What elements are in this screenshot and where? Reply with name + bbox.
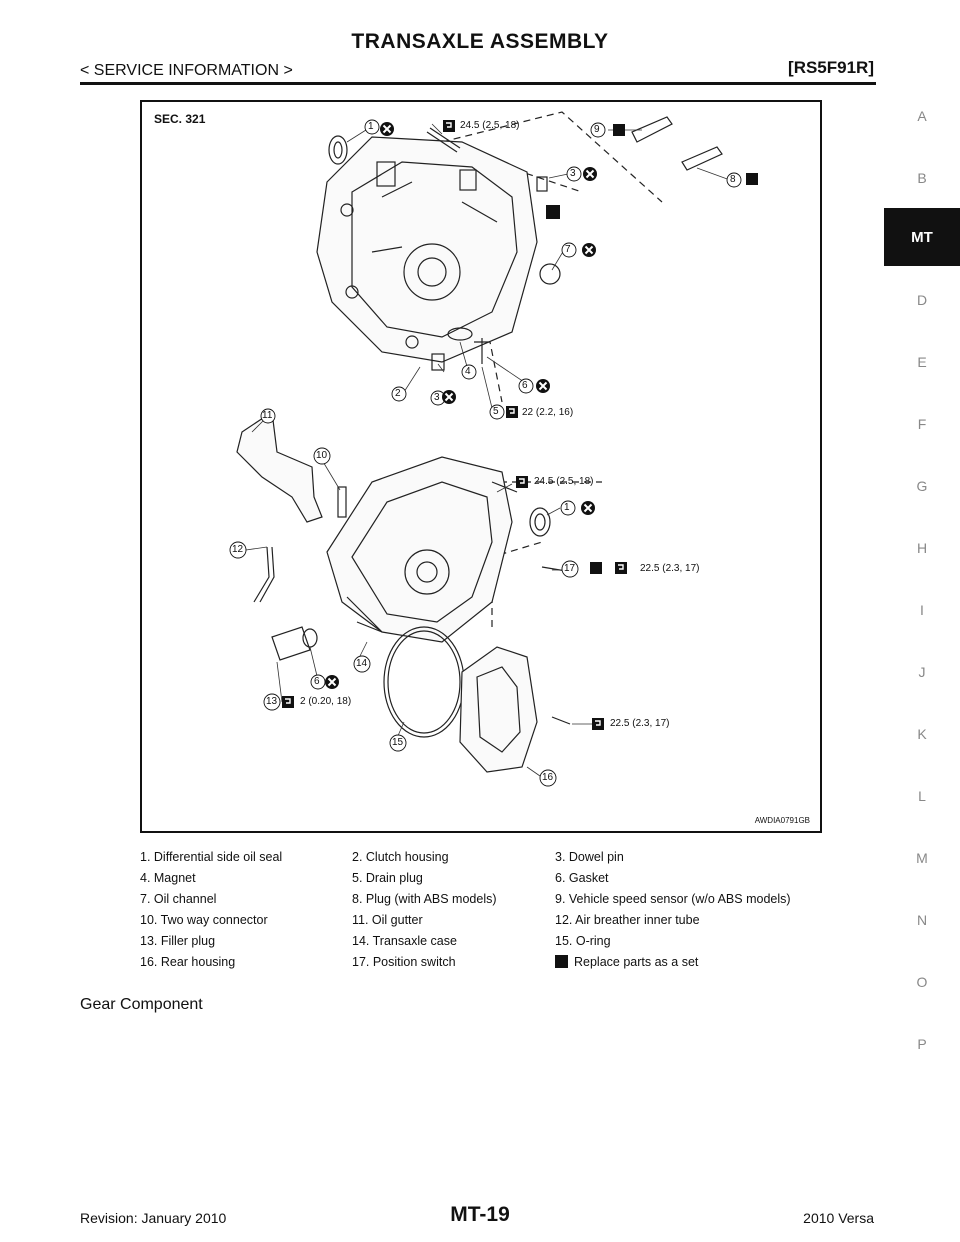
torque-spec: 24.5 (2.5, 18) [534, 476, 594, 487]
legend-item: 13. Filler plug [140, 934, 216, 948]
legend-item: 4. Magnet [140, 871, 196, 885]
legend-item: 5. Drain plug [352, 871, 423, 885]
legend-item: 9. Vehicle speed sensor (w/o ABS models) [555, 892, 791, 906]
side-index-letter[interactable]: P [917, 1036, 927, 1052]
side-index-letter[interactable]: N [916, 912, 928, 928]
callout-number: 1 [368, 121, 374, 132]
torque-spec: 2 (0.20, 18) [300, 696, 352, 707]
legend-item-label: Replace parts as a set [574, 955, 699, 969]
legend-item: 11. Oil gutter [352, 913, 423, 927]
callout-number: 8 [730, 174, 736, 185]
legend-item: 2. Clutch housing [352, 850, 449, 864]
header-rule [80, 82, 876, 85]
legend-item: 1. Differential side oil seal [140, 850, 283, 864]
torque-spec: 22.5 (2.3, 17) [610, 718, 670, 729]
callout-number: 16 [542, 772, 554, 783]
callout-number: 13 [266, 696, 278, 707]
model-code: [RS5F91R] [788, 58, 874, 77]
legend-item: 3. Dowel pin [555, 850, 624, 864]
section-heading: Gear Component [80, 996, 203, 1013]
legend-item: 15. O-ring [555, 934, 611, 948]
legend-item: 10. Two way connector [140, 913, 268, 927]
side-index-active-tab[interactable]: MT [884, 208, 960, 266]
legend-item: 7. Oil channel [140, 892, 217, 906]
side-index-letter[interactable]: J [918, 664, 926, 680]
callout-number: 6 [522, 380, 528, 391]
side-index-letter[interactable]: L [918, 788, 926, 804]
transaxle-illustration [229, 111, 758, 787]
callout-number: 5 [493, 406, 499, 417]
side-index-letter[interactable]: M [916, 850, 928, 866]
side-index-letter[interactable]: H [916, 540, 928, 556]
callout-number: 9 [594, 124, 600, 135]
callout-number: 3 [434, 392, 440, 403]
side-index-letter[interactable]: O [916, 974, 928, 990]
side-index-letter[interactable]: B [917, 170, 927, 186]
callout-number: 11 [262, 410, 273, 421]
callout-number: 15 [392, 737, 404, 748]
page-title: TRANSAXLE ASSEMBLY [351, 30, 609, 53]
callout-number: 4 [465, 366, 471, 377]
torque-spec: 22 (2.2, 16) [522, 407, 574, 418]
callout-number: 17 [564, 563, 576, 574]
footer-page-number: MT-19 [450, 1203, 510, 1226]
side-index-letter[interactable]: K [917, 726, 927, 742]
torque-spec: 24.5 (2.5, 18) [460, 120, 520, 131]
callout-number: 2 [395, 388, 401, 399]
legend-item: 12. Air breather inner tube [555, 913, 700, 927]
callout-number: 10 [316, 450, 328, 461]
callout-number: 7 [565, 244, 571, 255]
side-index-letter[interactable]: I [920, 602, 924, 618]
torque-spec: 22.5 (2.3, 17) [640, 563, 700, 574]
footer-model: 2010 Versa [803, 1210, 874, 1226]
callout-number: 12 [232, 544, 244, 555]
legend-item: 8. Plug (with ABS models) [352, 892, 497, 906]
side-index-letter[interactable]: E [917, 354, 927, 370]
callout-number: 14 [356, 658, 368, 669]
exploded-view-figure: SEC. 321 1 24.5 (2.5, 18) 9 3 8 7 4 2 3 … [140, 100, 822, 833]
figure-id: AWDIA0791GB [754, 816, 810, 825]
legend-item: 16. Rear housing [140, 955, 236, 969]
replace-set-icon [555, 955, 568, 968]
callout-number: 3 [570, 168, 576, 179]
side-index-letter[interactable]: G [916, 478, 928, 494]
legend-item: 17. Position switch [352, 955, 456, 969]
footer-revision: Revision: January 2010 [80, 1210, 227, 1226]
section-subtitle: < SERVICE INFORMATION > [80, 62, 293, 79]
side-index-letter[interactable]: D [916, 292, 928, 308]
side-index-letter[interactable]: A [917, 108, 927, 124]
side-index-letter[interactable]: F [917, 416, 927, 432]
legend-item: 14. Transaxle case [352, 934, 457, 948]
section-label: SEC. 321 [154, 112, 206, 126]
callout-number: 6 [314, 676, 320, 687]
callout-number: 1 [564, 502, 570, 513]
legend-item-replace-set: Replace parts as a set [555, 955, 840, 970]
legend-item: 6. Gasket [555, 871, 609, 885]
parts-legend: 1. Differential side oil seal 2. Clutch … [140, 850, 840, 970]
